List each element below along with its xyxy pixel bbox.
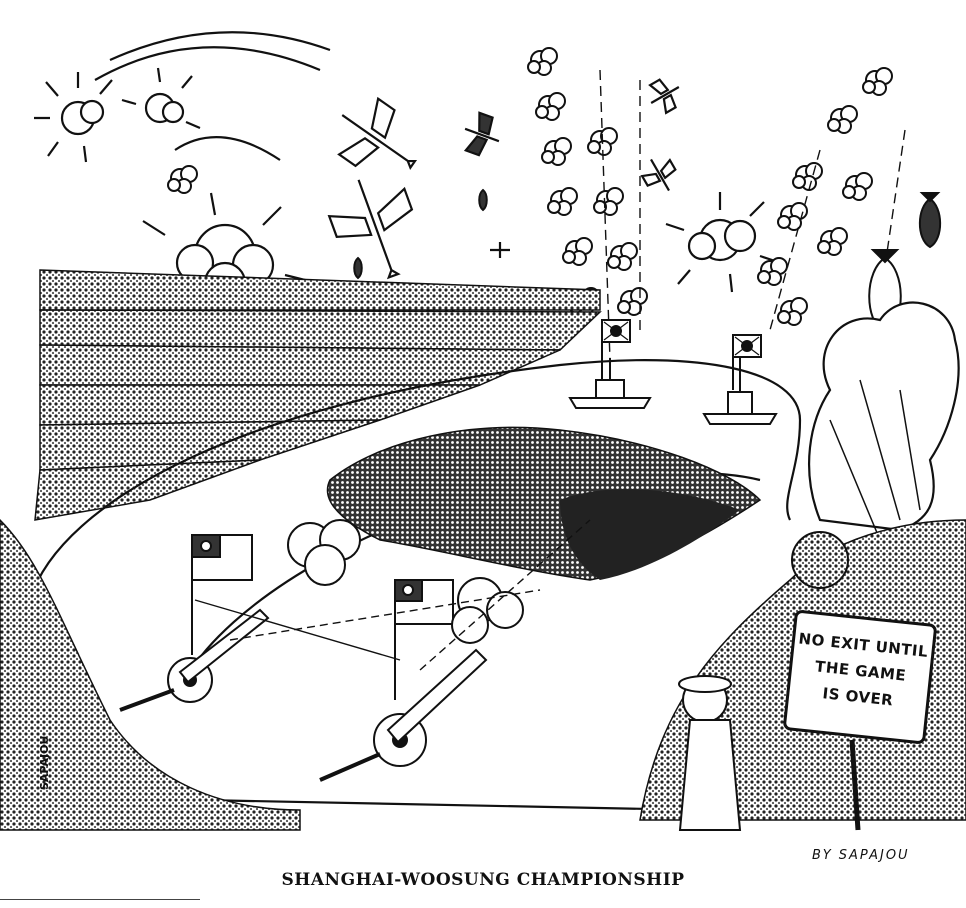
airplane-icon [327,179,414,280]
cannon-icon [119,608,270,712]
warship-icon [702,352,778,425]
flag-icon [601,319,631,380]
bomb-icon [478,188,488,212]
explosion-icon [665,192,779,293]
bomb-icon [918,192,942,249]
flag-icon [394,579,454,700]
explosion-icon [121,67,201,130]
explosion-icon [34,72,113,163]
bomb-icon [353,256,363,280]
bottom-rule [0,899,200,900]
airplane-icon [640,158,677,192]
cartoon-caption: SHANGHAI-WOOSUNG CHAMPIONSHIP [281,870,685,890]
signature-text: SAPAJOU [38,736,51,790]
spectator-crowd-left [0,518,301,831]
flag-icon [732,334,762,390]
airplane-icon [490,242,510,258]
airplane-icon [463,111,500,157]
warship-icon [568,358,652,409]
infield-battle [326,426,762,581]
cannon-icon [319,648,488,782]
artist-signature: SAPAJOU [38,736,51,790]
tracer-columns [527,47,906,361]
warships [568,319,778,425]
flag-icon [191,534,253,655]
explosion-column [808,301,960,541]
airplane-icon [648,78,680,115]
airplane-icon [337,96,418,170]
artillery [119,519,591,782]
no-exit-sign: NO EXIT UNTIL THE GAME IS OVER [783,610,937,831]
grandstand [34,269,602,521]
byline: BY SAPAJOU [812,848,910,863]
